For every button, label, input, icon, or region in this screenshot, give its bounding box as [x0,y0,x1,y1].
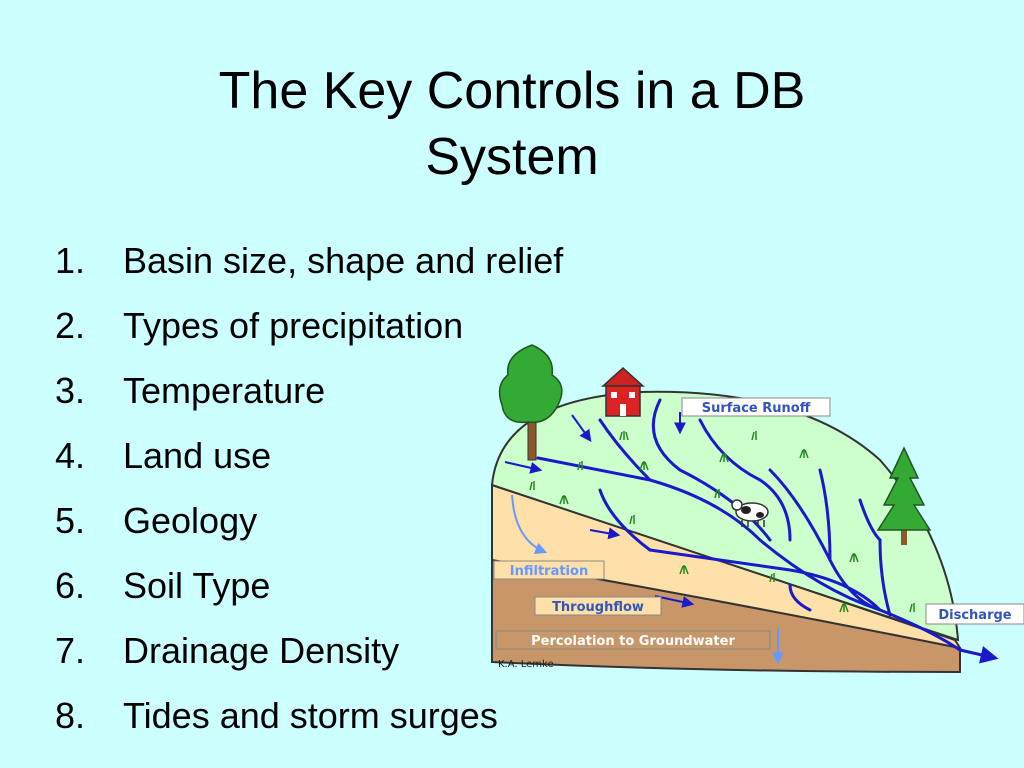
conifer-tree-icon [876,446,932,545]
list-number: 4. [55,435,86,476]
list-text: Geology [123,500,258,541]
list-text: Drainage Density [123,630,400,671]
list-number: 1. [55,240,86,281]
svg-text:Throughflow: Throughflow [552,600,644,615]
list-text: Tides and storm surges [123,695,498,736]
label-percolation: Percolation to Groundwater [495,630,771,650]
list-text: Soil Type [123,565,271,606]
grass-tufts [529,431,915,613]
label-infiltration: Infiltration [493,560,605,580]
list-item: 8. Tides and storm surges [55,683,563,748]
list-number: 2. [55,305,86,346]
drainage-basin-diagram: Surface Runoff Infiltration Throughflow … [490,344,1024,674]
credit-text: K.A. Lemke [498,659,554,670]
list-item: 5. Geology [55,488,563,553]
list-text: Temperature [123,370,326,411]
slide-title: The Key Controls in a DB System [0,58,1024,190]
cow-icon [731,499,769,527]
list-number: 7. [55,630,86,671]
controls-list: 1. Basin size, shape and relief 2. Types o… [55,228,563,748]
tree-icon [498,344,563,461]
list-item: 4. Land use [55,423,563,488]
list-item: 3. Temperature [55,358,563,423]
list-number: 6. [55,565,86,606]
label-discharge: Discharge [925,603,1024,625]
list-number: 8. [55,695,86,736]
list-item: 2. Types of precipitation [55,293,563,358]
svg-text:Infiltration: Infiltration [510,564,588,579]
list-number: 5. [55,500,86,541]
label-surface-runoff: Surface Runoff [681,397,831,417]
list-text: Land use [123,435,272,476]
title-line-1: The Key Controls in a DB [218,62,806,120]
house-icon [601,366,645,417]
list-text: Types of precipitation [123,305,464,346]
svg-text:Surface Runoff: Surface Runoff [702,401,811,416]
label-throughflow: Throughflow [534,596,662,616]
title-line-2: System [425,128,599,186]
list-item: 7. Drainage Density [55,618,563,683]
list-item: 6. Soil Type [55,553,563,618]
list-item: 1. Basin size, shape and relief [55,228,563,293]
svg-text:Percolation to Groundwater: Percolation to Groundwater [531,634,735,649]
list-number: 3. [55,370,86,411]
list-text: Basin size, shape and relief [123,240,564,281]
svg-text:Discharge: Discharge [938,608,1011,623]
